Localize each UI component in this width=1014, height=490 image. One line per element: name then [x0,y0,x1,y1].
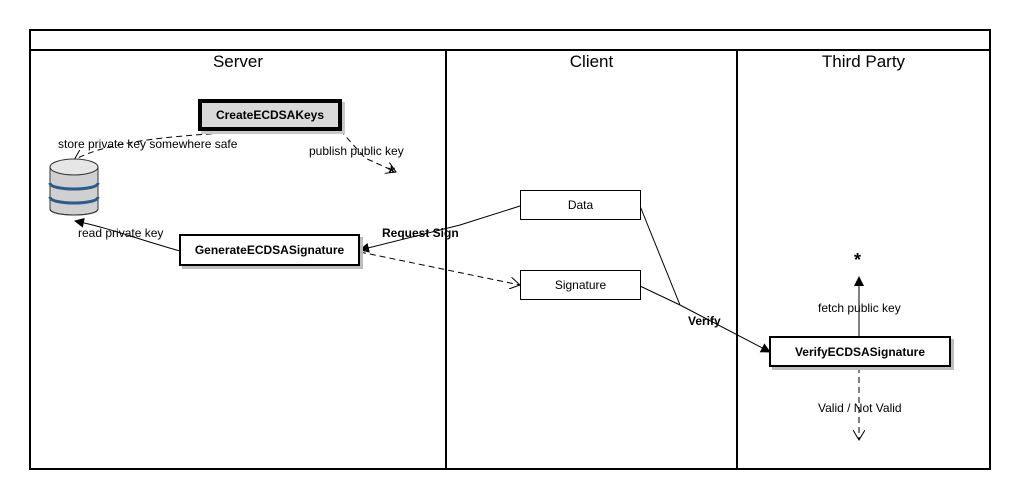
lane-title-server: Server [212,52,264,71]
label-read-private-key: read private key [78,226,164,240]
label-valid-not-valid: Valid / Not Valid [818,401,902,415]
edge-signature-output [359,251,520,285]
node-verify-ecdsa-signature[interactable]: VerifyECDSASignature [769,336,951,367]
pool-frame [29,29,991,470]
node-create-ecdsa-keys[interactable]: CreateECDSAKeys [198,99,342,131]
edge-verify-from-signature [639,285,681,306]
fetch-target-star: * [854,250,862,270]
edge-publish-public-key [339,129,396,172]
edge-verify-from-data [639,205,681,306]
node-generate-ecdsa-signature[interactable]: GenerateECDSASignature [179,234,360,266]
database-icon [48,158,100,216]
edge-store-private-key [74,130,263,160]
label-store-private-key: store private key somewhere safe [58,137,238,151]
edge-verify [679,304,771,353]
label-publish-public-key: publish public key [309,144,404,158]
edge-request-sign [359,205,521,253]
edge-read-private-key [74,217,181,252]
lane-title-client: Client [569,52,614,71]
label-fetch-public-key: fetch public key [818,301,901,315]
publish-target-star: * [388,163,396,183]
label-verify: Verify [688,314,721,328]
lane-title-third-party: Third Party [821,52,906,71]
node-data[interactable]: Data [520,190,641,220]
node-signature[interactable]: Signature [520,270,641,300]
label-request-sign: Request Sign [382,226,459,240]
